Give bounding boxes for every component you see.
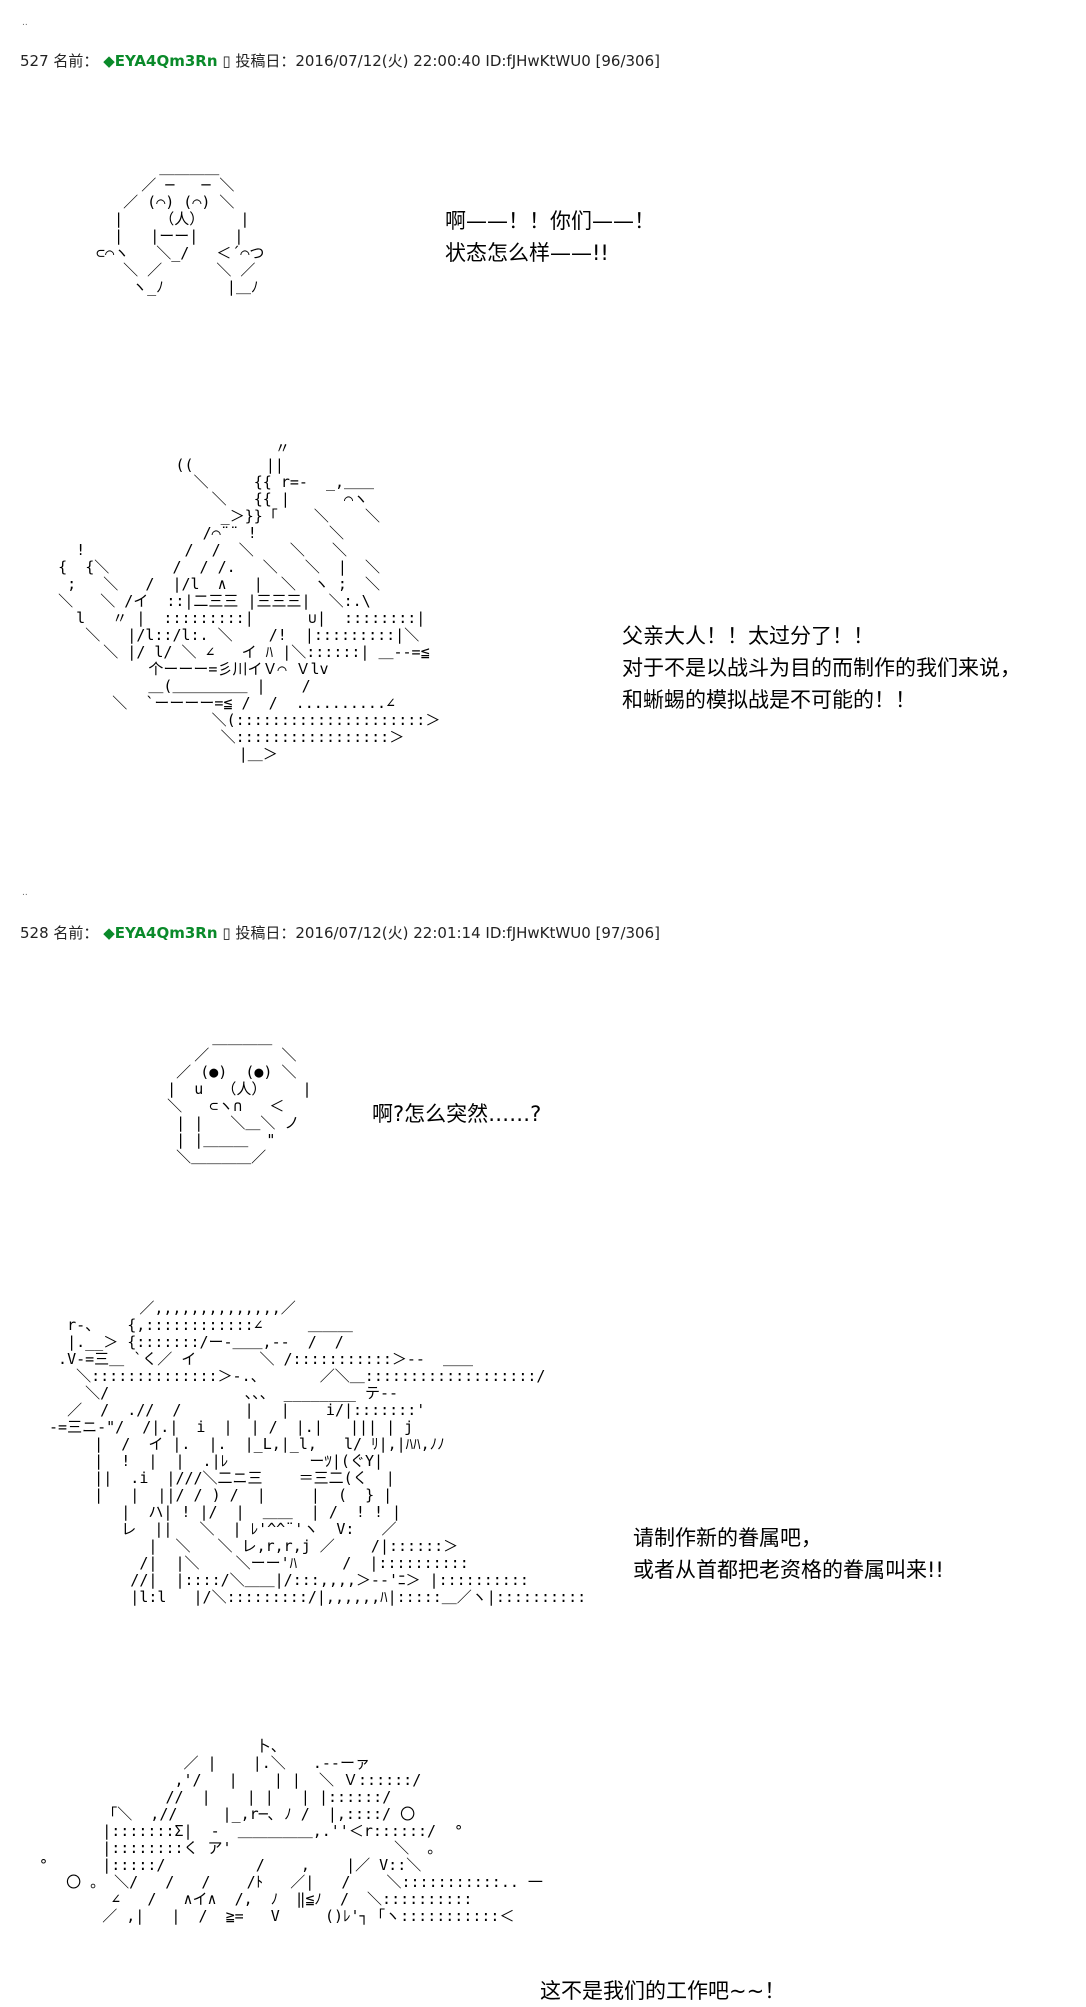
ascii-art-character-pilot: 〃 (( || ＼ {{ r=- _,＿＿ ＼ {{ | ⌒ヽ _＞}}「 ＼ … xyxy=(58,439,441,763)
ascii-art-face-shout: ＿＿＿＿ ／ ─ ─ ＼ ／ (⌒) (⌒) ＼ | （人） | | |ーー| … xyxy=(96,159,265,296)
trip-code[interactable]: ◆EYA4Qm3Rn xyxy=(103,52,218,70)
dialogue-line: 对于不是以战斗为目的而制作的我们来说， xyxy=(622,656,1021,680)
dialogue-line: 父亲大人！！太过分了！！ xyxy=(622,624,874,648)
dialogue-box: 啊?怎么突然……? xyxy=(372,1098,541,1130)
post-header: 528 名前： ◆EYA4Qm3Rn ▯ 投稿日：2016/07/12(火) 2… xyxy=(20,922,660,943)
dialogue-line: 状态怎么样——!! xyxy=(445,241,609,265)
dialogue-box: 父亲大人！！太过分了！！ 对于不是以战斗为目的而制作的我们来说， 和蜥蜴的模拟战… xyxy=(622,620,1021,716)
post-number: 528 xyxy=(20,924,49,942)
post-meta: ▯ 投稿日：2016/07/12(火) 22:00:40 ID:fJHwKtWU… xyxy=(222,52,660,70)
dialogue-box: 这不是我们的工作吧~~！ xyxy=(540,1975,785,2007)
dialogue-line: 或者从首都把老资格的眷属叫来!! xyxy=(633,1558,944,1582)
ascii-art-face-surprised: ＿＿＿＿ ／ ＼ ／ (●) (●) ＼ | u （人） | ＼ ⊂ヽ∩ ＜ |… xyxy=(167,1029,312,1166)
ascii-art-character-girl: ／,,,,,,,,,,,,,,／ r-、 {,::::::::::::∠ ＿＿＿… xyxy=(49,1299,587,1606)
trip-code[interactable]: ◆EYA4Qm3Rn xyxy=(103,924,218,942)
post-header: 527 名前： ◆EYA4Qm3Rn ▯ 投稿日：2016/07/12(火) 2… xyxy=(20,50,660,71)
dialogue-line: 这不是我们的工作吧~~！ xyxy=(540,1979,786,2003)
dialogue-line: 啊?怎么突然……? xyxy=(372,1102,542,1126)
separator-dots: .. xyxy=(22,18,28,28)
post-number: 527 xyxy=(20,52,49,70)
separator-dots: .. xyxy=(22,888,28,898)
ascii-art-character-angry: 卜、 ／ | |.＼ .--ーァ ,'/ | | | ＼ Ｖ::::::/ //… xyxy=(39,1737,543,1925)
dialogue-line: 啊——！！你们——！ xyxy=(445,209,655,233)
dialogue-line: 和蜥蜴的模拟战是不可能的！！ xyxy=(622,688,916,712)
dialogue-box: 请制作新的眷属吧， 或者从首都把老资格的眷属叫来!! xyxy=(633,1522,944,1586)
name-label: 名前： xyxy=(53,924,99,942)
post-meta: ▯ 投稿日：2016/07/12(火) 22:01:14 ID:fJHwKtWU… xyxy=(222,924,660,942)
dialogue-box: 啊——！！你们——！ 状态怎么样——!! xyxy=(445,205,655,269)
dialogue-line: 请制作新的眷属吧， xyxy=(633,1526,822,1550)
name-label: 名前： xyxy=(53,52,99,70)
